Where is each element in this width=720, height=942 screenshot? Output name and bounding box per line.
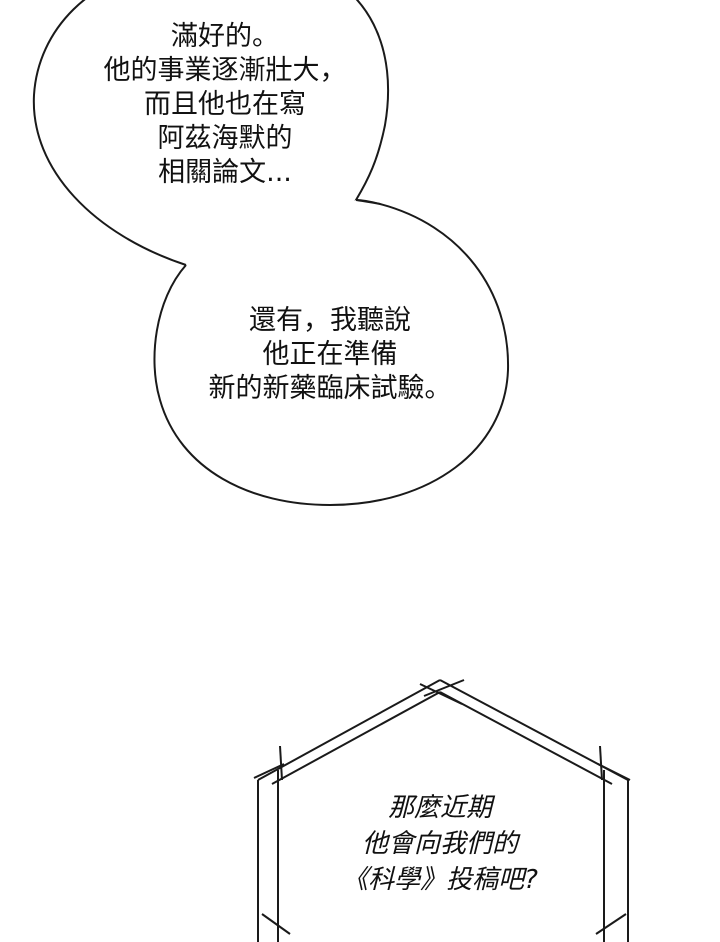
dialogue-line: 新的新藥臨床試驗。 [208, 373, 452, 404]
dialogue-line: 還有，我聽說 [249, 305, 411, 336]
hexagon-box [253, 679, 631, 942]
dialogue-line: 相關論文... [158, 157, 292, 188]
speech-bubble-top-text: 滿好的。 他的事業逐漸壯大， 而且他也在寫 阿茲海默的 相關論文... [60, 20, 390, 190]
dialogue-line: 他的事業逐漸壯大， [103, 55, 347, 86]
speech-bubble-top [32, 0, 390, 266]
speech-bubble-middle-text: 還有，我聽說 他正在準備 新的新藥臨床試驗。 [170, 304, 490, 406]
thought-line: 那麼近期 [387, 793, 492, 823]
dialogue-line: 而且他也在寫 [144, 89, 306, 120]
hexagon-box-text: 那麼近期 他會向我們的 《科學》投稿吧? [300, 790, 580, 898]
dialogue-line: 滿好的。 [171, 21, 279, 52]
speech-bubble-middle [153, 199, 510, 507]
thought-line: 他會向我們的 [361, 829, 518, 859]
dialogue-line: 他正在準備 [262, 339, 398, 370]
thought-line: 《科學》投稿吧? [342, 865, 538, 895]
dialogue-line: 阿茲海默的 [157, 123, 293, 154]
